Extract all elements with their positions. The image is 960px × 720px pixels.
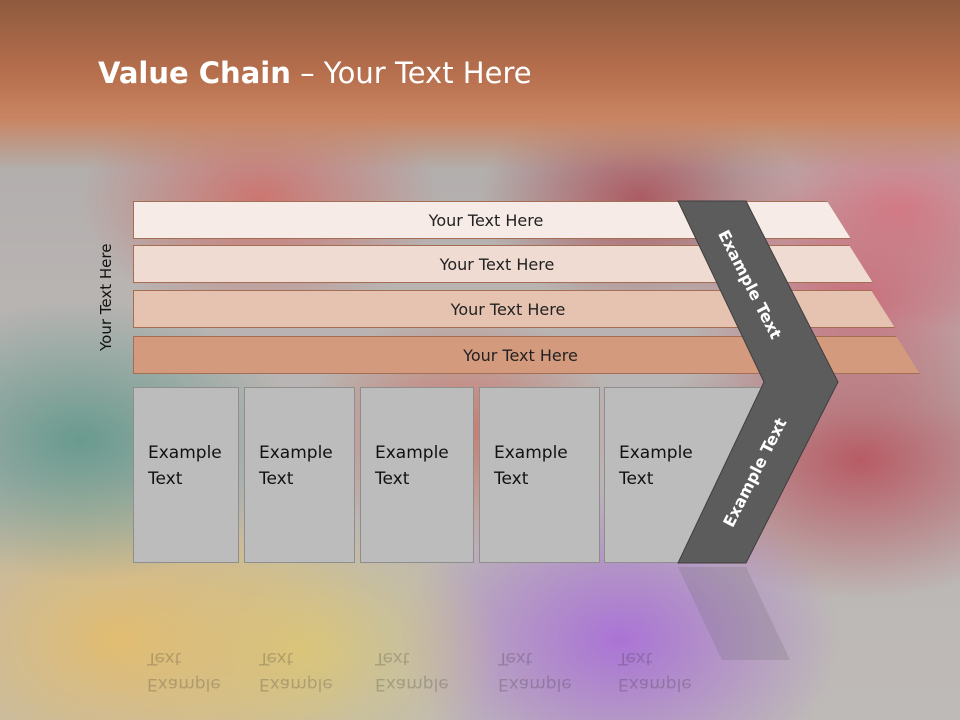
activity-box-1-line2: Text: [148, 469, 183, 489]
activity-box-2[interactable]: Example Text: [244, 387, 355, 563]
activity-box-1-line1: Example: [148, 443, 222, 463]
activity-box-3-line1: Example: [375, 443, 449, 463]
activity-box-3-line2: Text: [375, 469, 410, 489]
value-bar-2-label: Your Text Here: [439, 254, 555, 274]
activity-box-5-line2: Text: [619, 469, 654, 489]
box-3-reflection-line2: Text: [375, 648, 410, 668]
activity-box-3[interactable]: Example Text: [360, 387, 474, 563]
value-bar-3-label: Your Text Here: [450, 299, 566, 319]
box-3-reflection-line1: Example: [375, 674, 449, 694]
activity-box-2-line1: Example: [259, 443, 333, 463]
box-1-reflection: Example Text: [147, 565, 237, 705]
activity-box-2-line2: Text: [259, 469, 294, 489]
activity-box-5-line1: Example: [619, 443, 693, 463]
box-1-reflection-line1: Example: [147, 674, 221, 694]
title-bold: Value Chain: [98, 56, 291, 90]
chevron-reflection: [678, 567, 790, 660]
box-2-reflection-line2: Text: [259, 648, 294, 668]
activity-box-4[interactable]: Example Text: [479, 387, 600, 563]
box-4-reflection-line2: Text: [498, 648, 533, 668]
box-3-reflection: Example Text: [375, 565, 465, 705]
title-rest: – Your Text Here: [290, 56, 532, 90]
box-5-reflection-line2: Text: [618, 648, 653, 668]
box-2-reflection-line1: Example: [259, 674, 333, 694]
value-bar-4-label: Your Text Here: [463, 345, 578, 365]
box-5-reflection: Example Text: [618, 565, 708, 705]
slide-title[interactable]: Value Chain – Your Text Here: [98, 56, 532, 90]
activity-box-1[interactable]: Example Text: [133, 387, 239, 563]
activity-box-4-line2: Text: [494, 469, 529, 489]
box-1-reflection-line2: Text: [147, 648, 182, 668]
box-2-reflection: Example Text: [259, 565, 349, 705]
value-bar-1-label: Your Text Here: [428, 210, 544, 230]
activity-box-4-line1: Example: [494, 443, 568, 463]
box-5-reflection-line1: Example: [618, 674, 692, 694]
header-band: [0, 0, 960, 170]
chevron-shape: [677, 200, 839, 564]
box-4-reflection: Example Text: [498, 565, 588, 705]
box-4-reflection-line1: Example: [498, 674, 572, 694]
